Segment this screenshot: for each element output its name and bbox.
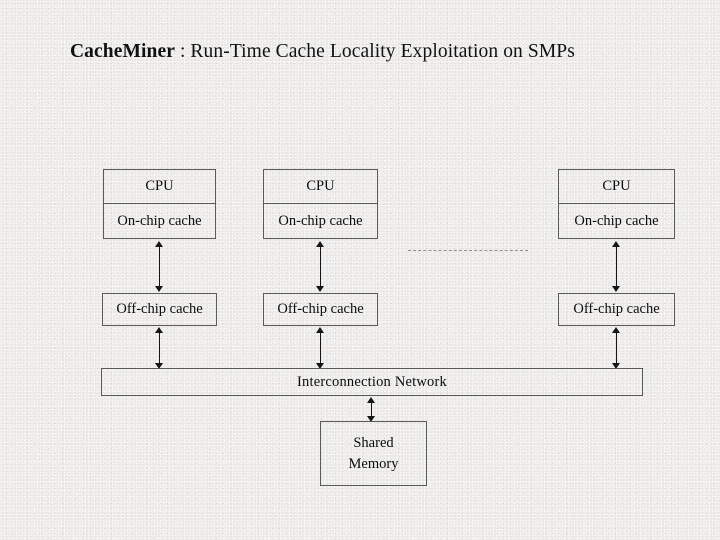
cpu-label-1: CPU bbox=[104, 170, 215, 204]
arrow-shaft bbox=[616, 246, 617, 287]
shared-memory-label-line1: Shared bbox=[353, 434, 394, 451]
cpu-unit-1: CPU On-chip cache bbox=[103, 169, 216, 239]
arrow-head-up-icon bbox=[612, 241, 620, 247]
arrow-onchip-to-offchip-3 bbox=[610, 241, 623, 292]
arrow-shaft bbox=[616, 332, 617, 364]
arrow-offchip-to-network-3 bbox=[610, 327, 623, 369]
arrow-head-up-icon bbox=[155, 327, 163, 333]
arrow-shaft bbox=[320, 246, 321, 287]
shared-memory-label-line2: Memory bbox=[348, 455, 399, 472]
arrow-head-up-icon bbox=[155, 241, 163, 247]
arrow-offchip-to-network-1 bbox=[153, 327, 166, 369]
arrow-head-up-icon bbox=[316, 241, 324, 247]
arrow-head-down-icon bbox=[367, 416, 375, 422]
arrow-network-to-memory bbox=[365, 397, 378, 422]
offchip-cache-label-3: Off-chip cache bbox=[573, 301, 660, 317]
arrow-shaft bbox=[159, 332, 160, 364]
interconnection-network-label: Interconnection Network bbox=[297, 373, 447, 390]
offchip-cache-box-1: Off-chip cache bbox=[102, 293, 217, 326]
arrow-head-down-icon bbox=[612, 286, 620, 292]
arrow-shaft bbox=[371, 402, 372, 417]
shared-memory-box: Shared Memory bbox=[320, 421, 427, 486]
cpu-label-3: CPU bbox=[559, 170, 674, 204]
cpu-unit-2: CPU On-chip cache bbox=[263, 169, 378, 239]
offchip-cache-label-2: Off-chip cache bbox=[277, 301, 364, 317]
arrow-head-down-icon bbox=[155, 286, 163, 292]
offchip-cache-box-3: Off-chip cache bbox=[558, 293, 675, 326]
onchip-cache-label-1: On-chip cache bbox=[117, 212, 202, 229]
cpu-unit-3: CPU On-chip cache bbox=[558, 169, 675, 239]
arrow-head-down-icon bbox=[612, 363, 620, 369]
arrow-shaft bbox=[320, 332, 321, 364]
page-title: CacheMiner : Run-Time Cache Locality Exp… bbox=[70, 40, 690, 64]
arrow-offchip-to-network-2 bbox=[314, 327, 327, 369]
arrow-head-down-icon bbox=[316, 286, 324, 292]
onchip-cache-label-2: On-chip cache bbox=[278, 212, 363, 229]
cpu-label-2: CPU bbox=[264, 170, 377, 204]
interconnection-network-bar: Interconnection Network bbox=[101, 368, 643, 396]
arrow-head-down-icon bbox=[155, 363, 163, 369]
page-title-rest: : Run-Time Cache Locality Exploitation o… bbox=[174, 41, 575, 62]
arrow-onchip-to-offchip-1 bbox=[153, 241, 166, 292]
arrow-shaft bbox=[159, 246, 160, 287]
arrow-head-up-icon bbox=[316, 327, 324, 333]
arrow-head-up-icon bbox=[367, 397, 375, 403]
arrow-head-down-icon bbox=[316, 363, 324, 369]
arrow-onchip-to-offchip-2 bbox=[314, 241, 327, 292]
offchip-cache-label-1: Off-chip cache bbox=[116, 301, 203, 317]
page-title-emphasis: CacheMiner bbox=[70, 41, 175, 62]
continuation-dashed-line bbox=[408, 250, 528, 251]
arrow-head-up-icon bbox=[612, 327, 620, 333]
onchip-cache-label-3: On-chip cache bbox=[574, 212, 659, 229]
offchip-cache-box-2: Off-chip cache bbox=[263, 293, 378, 326]
